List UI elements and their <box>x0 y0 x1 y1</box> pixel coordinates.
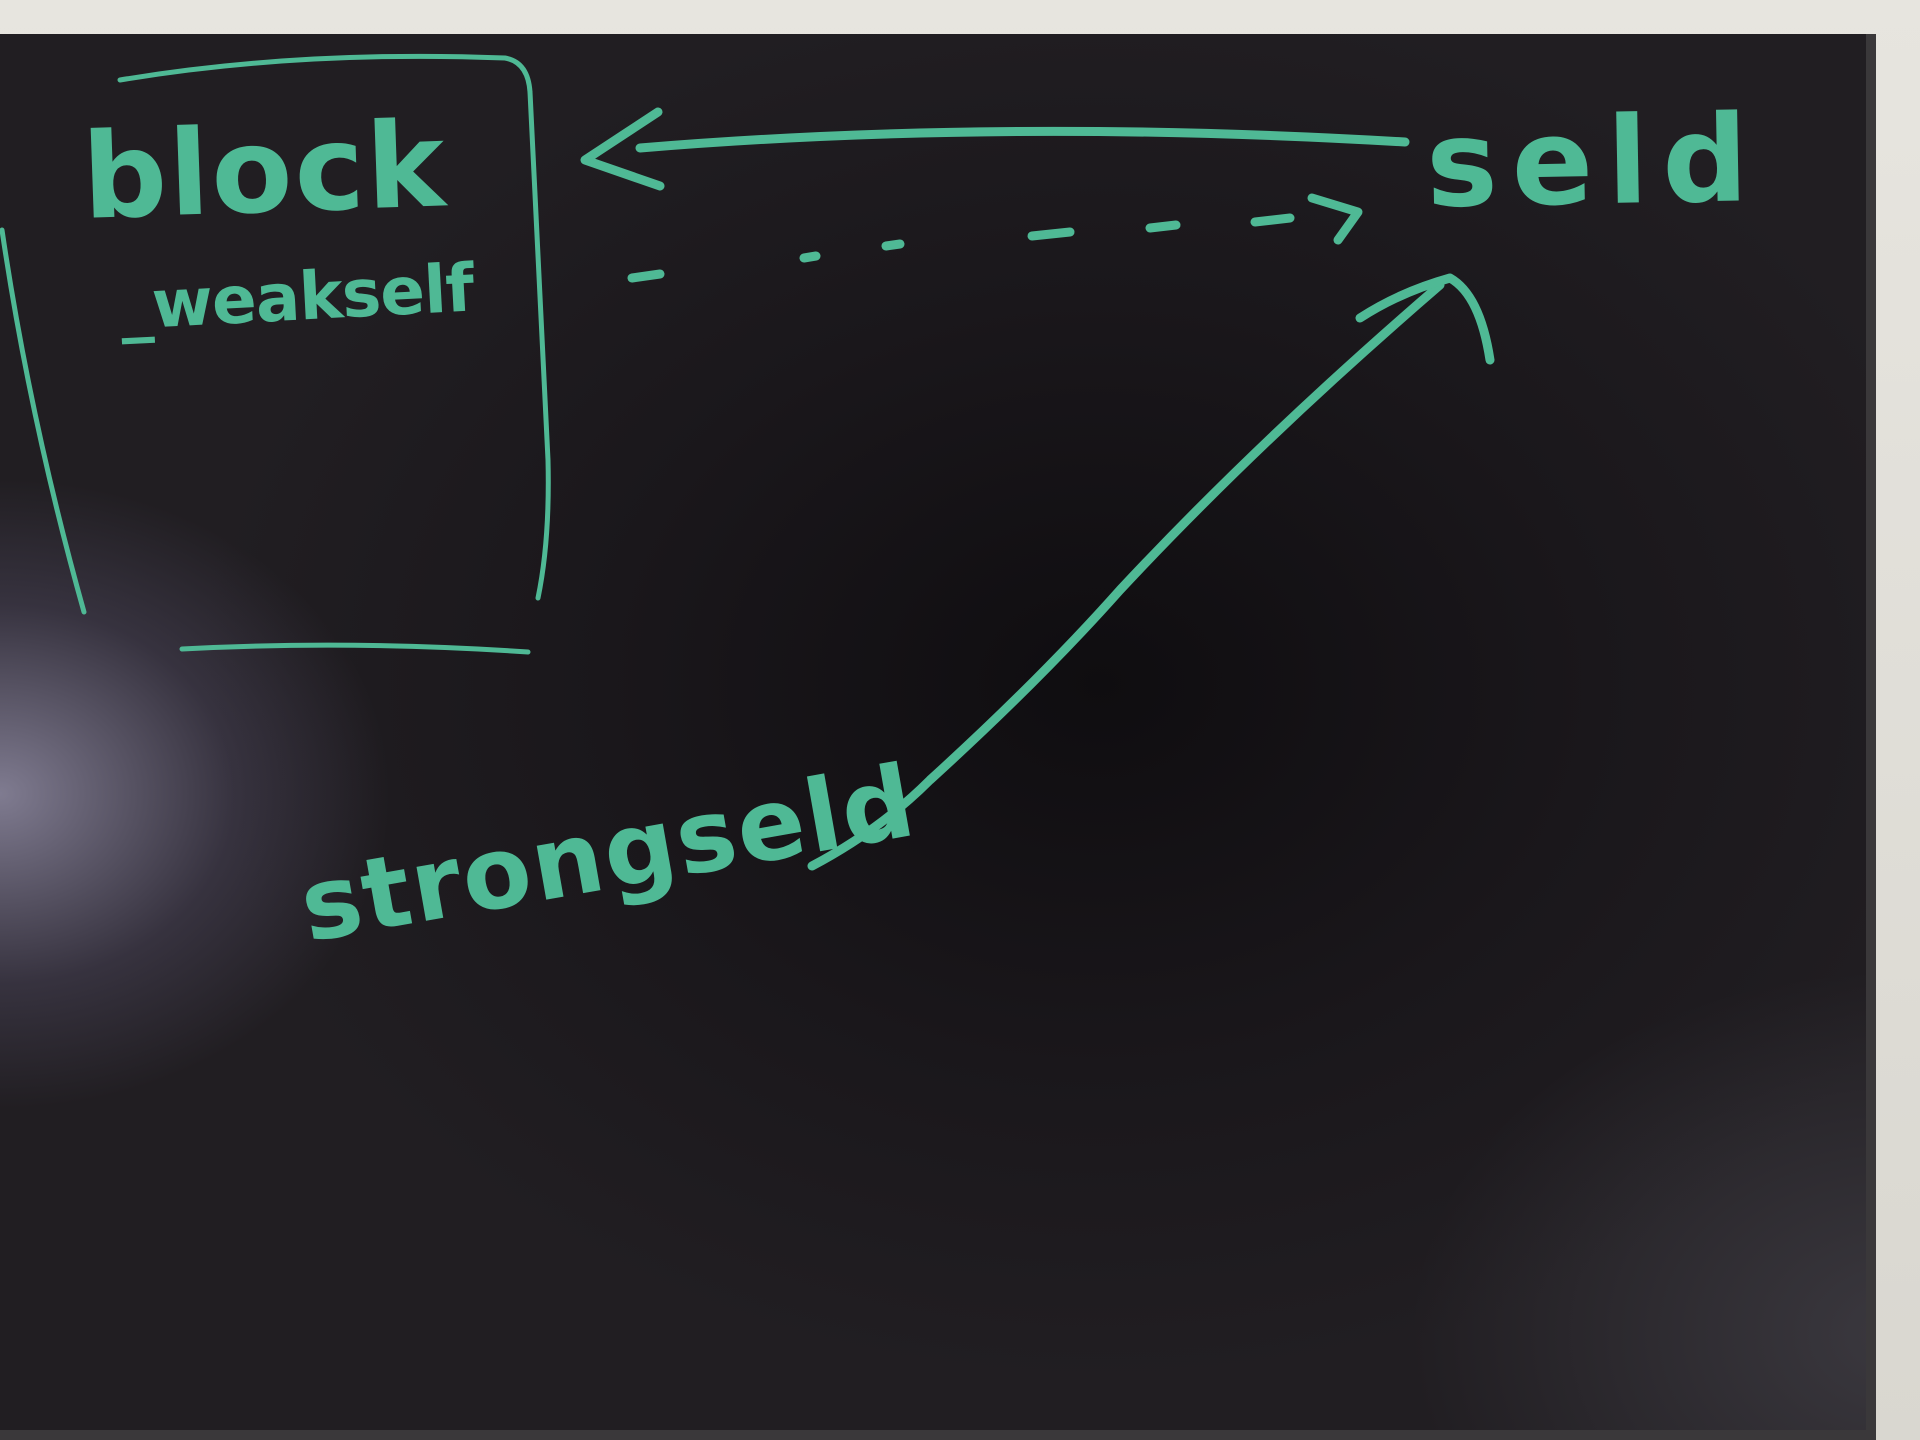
weak-to-self-dash-4 <box>1027 227 1075 241</box>
weak-to-self-dash-3 <box>881 239 905 251</box>
strong-to-self-arrow-line <box>807 280 1445 871</box>
weak-to-self-dash-1 <box>627 269 665 283</box>
block-box-left <box>0 227 87 615</box>
weak-to-self-dash-6 <box>1250 213 1295 227</box>
weak-to-self-dash-5 <box>1145 220 1181 233</box>
self-to-block-arrow-line <box>635 126 1410 153</box>
self-label: seld <box>1425 90 1764 235</box>
block-box-top <box>117 53 533 95</box>
blackboard <box>0 34 1876 1440</box>
block-box-right <box>527 89 551 601</box>
strong-to-self-arrow-head <box>1355 273 1495 365</box>
weak-to-self-arrow-head <box>1307 193 1363 245</box>
self-to-block-arrow-head <box>580 107 665 191</box>
block-label: block <box>80 95 450 246</box>
weak-to-self-dash-2 <box>799 251 821 263</box>
block-box-bottom <box>179 642 531 655</box>
